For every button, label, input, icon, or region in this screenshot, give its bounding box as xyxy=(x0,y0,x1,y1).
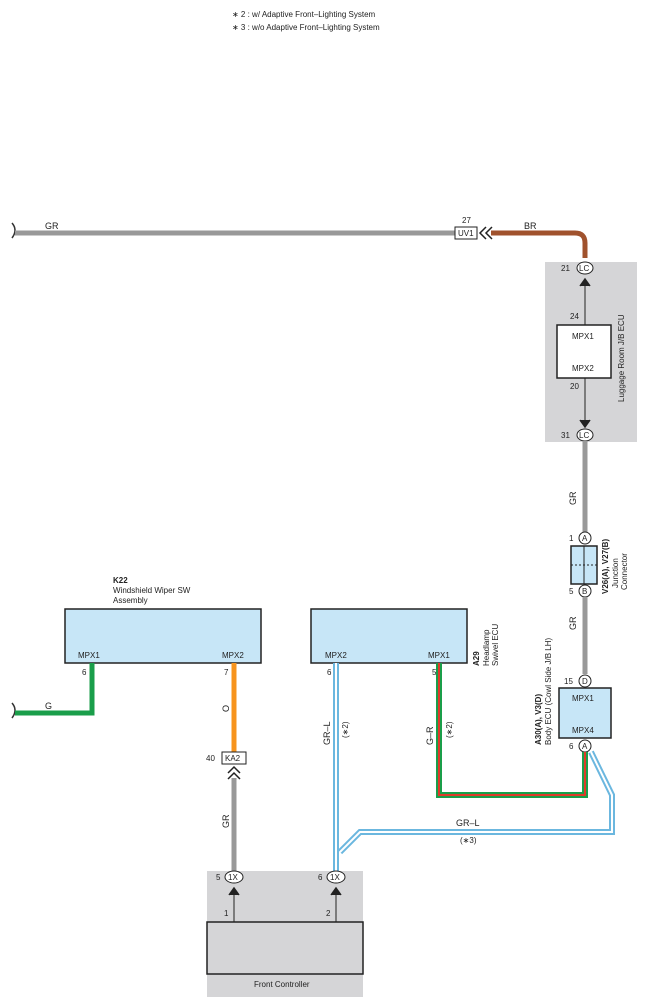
connector-ka2-pin: 40 xyxy=(206,754,215,763)
front-pin-left: 1 xyxy=(224,909,229,918)
swivel-ecu-code: A29 xyxy=(472,651,481,666)
connector-chevron-icon xyxy=(478,226,493,240)
swivel-label-mpx1: MPX1 xyxy=(428,651,450,660)
connector-jc-b-code: B xyxy=(582,587,587,596)
wire-label-grl-b: GR–L xyxy=(456,818,480,828)
junction-name-1: Junction xyxy=(611,558,620,588)
wire-label-gr-low: GR xyxy=(221,814,231,828)
wire-label-grl-a-note: (∗2) xyxy=(341,721,350,738)
front-controller-name: Front Controller xyxy=(254,980,310,989)
luggage-ecu-name: Luggage Room J/B ECU xyxy=(617,314,626,402)
swivel-pin-right: 5 xyxy=(432,668,437,677)
wiper-sw-box xyxy=(64,608,262,664)
wiper-sw-code: K22 xyxy=(113,576,128,585)
connector-1x-left-code: 1X xyxy=(228,873,238,882)
wire-br xyxy=(491,230,588,258)
swivel-ecu-name-2: Swivel ECU xyxy=(491,624,500,666)
connector-d xyxy=(578,674,592,688)
body-ecu-name: Body ECU (Cowl Side J/B LH) xyxy=(544,638,553,745)
wire-label-grl-a: GR–L xyxy=(322,721,332,745)
luggage-pin-top: 24 xyxy=(570,312,579,321)
wiper-pin-left: 6 xyxy=(82,668,87,677)
note-2: ∗ 3 : w/o Adaptive Front–Lighting System xyxy=(232,23,380,32)
luggage-ecu-box xyxy=(556,324,612,379)
connector-1x-right-pin: 6 xyxy=(318,873,323,882)
swivel-ecu-name-1: Headlamp xyxy=(482,629,491,666)
wire-label-br: BR xyxy=(524,221,537,231)
junction-code: V26(A), V27(B) xyxy=(601,539,610,594)
connector-chevron-icon xyxy=(227,765,241,780)
arrow-down-icon xyxy=(579,419,591,429)
connector-ka2-code: KA2 xyxy=(225,754,241,763)
wire-label-gr-top: GR xyxy=(45,221,59,231)
wire-label-o: O xyxy=(221,705,231,712)
connector-a-code: A xyxy=(582,742,588,751)
luggage-pin-bot: 20 xyxy=(570,382,579,391)
connector-1x-right-code: 1X xyxy=(330,873,340,882)
connector-a-pin: 6 xyxy=(569,742,574,751)
connector-lc-top-code: LC xyxy=(579,264,589,273)
junction-name-2: Connector xyxy=(620,553,629,590)
luggage-label-mpx2: MPX2 xyxy=(572,364,594,373)
swivel-label-mpx2: MPX2 xyxy=(325,651,347,660)
connector-jc-a-code: A xyxy=(582,534,588,543)
front-controller-box xyxy=(206,921,364,975)
connector-uv1-code: UV1 xyxy=(458,229,474,238)
wire-label-gr-a-note: (∗2) xyxy=(445,721,454,738)
swivel-ecu-box xyxy=(310,608,468,664)
connector-lc-bot-code: LC xyxy=(579,431,589,440)
wire-label-gr-a: G–R xyxy=(425,726,435,745)
wire-gr-a xyxy=(436,663,588,798)
connector-1x-left-pin: 5 xyxy=(216,873,221,882)
wire-label-gr-mid1: GR xyxy=(568,491,578,505)
wiper-label-mpx2: MPX2 xyxy=(222,651,244,660)
wire-g xyxy=(15,663,95,716)
luggage-label-mpx1: MPX1 xyxy=(572,332,594,341)
connector-lc-bot-pin: 31 xyxy=(561,431,570,440)
connector-ka2 xyxy=(221,751,247,765)
wiper-label-mpx1: MPX1 xyxy=(78,651,100,660)
connector-jc-a xyxy=(578,531,592,545)
wiper-pin-right: 7 xyxy=(224,668,229,677)
connector-1x-right xyxy=(326,870,346,884)
body-ecu-code: A30(A), V3(D) xyxy=(534,694,543,745)
wire-label-g: G xyxy=(45,701,52,711)
wire-grl-b xyxy=(337,750,615,855)
connector-uv1-pin: 27 xyxy=(462,216,471,225)
swivel-pin-left: 6 xyxy=(327,668,332,677)
wire-break-icon xyxy=(11,702,16,719)
wire-break-icon xyxy=(11,222,16,239)
body-ecu-box xyxy=(558,687,612,739)
connector-d-code: D xyxy=(582,677,588,686)
connector-jc-b-pin: 5 xyxy=(569,587,574,596)
connector-d-pin: 15 xyxy=(564,677,573,686)
front-pin-right: 2 xyxy=(326,909,331,918)
note-1: ∗ 2 : w/ Adaptive Front–Lighting System xyxy=(232,10,376,19)
connector-jc-a-pin: 1 xyxy=(569,534,574,543)
body-ecu-label-mpx1: MPX1 xyxy=(572,694,594,703)
wiper-sw-name-2: Assembly xyxy=(113,596,148,605)
connector-uv1 xyxy=(454,226,478,240)
body-ecu-label-mpx4: MPX4 xyxy=(572,726,594,735)
connector-1x-left xyxy=(224,870,244,884)
connector-lc-top xyxy=(576,261,594,275)
wire-label-gr-mid2: GR xyxy=(568,616,578,630)
connector-lc-top-pin: 21 xyxy=(561,264,570,273)
wiper-sw-name-1: Windshield Wiper SW xyxy=(113,586,191,595)
wire-label-grl-b-note: (∗3) xyxy=(460,836,477,845)
